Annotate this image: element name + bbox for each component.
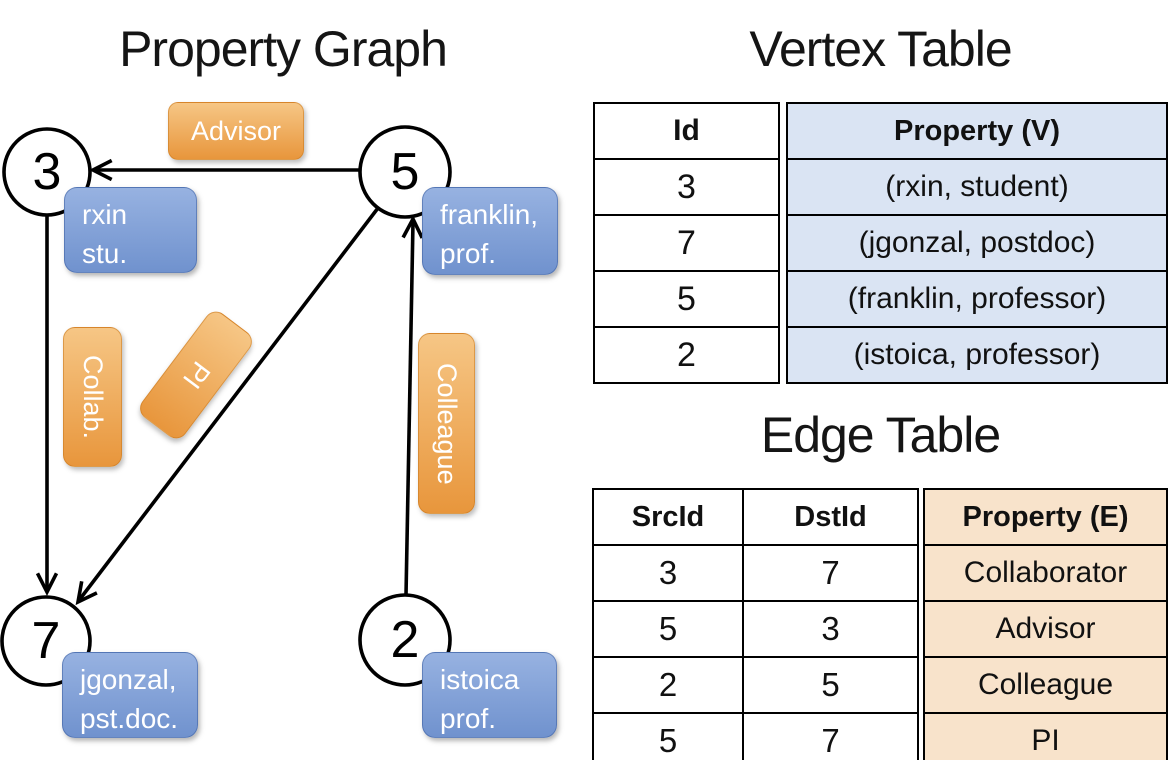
vertex-box-istoica: istoica prof. <box>422 652 557 738</box>
edge-table-src-cell: 3 <box>592 544 744 602</box>
vertex-box-jgonzal-line2: pst.doc. <box>80 703 179 734</box>
edge-2-5 <box>404 221 415 596</box>
vertex-table-id-cell: 5 <box>593 270 780 328</box>
edge-table-id-columns: SrcId DstId 3 7 5 3 2 5 5 7 <box>592 488 919 760</box>
arrowhead-into-5 <box>401 215 424 239</box>
vertex-table-property-cell: (franklin, professor) <box>786 270 1168 328</box>
vertex-table-property-cell: (jgonzal, postdoc) <box>786 214 1168 272</box>
edge-table-property-header: Property (E) <box>923 488 1168 546</box>
vertex-box-jgonzal-line1: jgonzal, <box>80 664 177 695</box>
edge-table-property-cell: PI <box>923 712 1168 760</box>
edge-table-title: Edge Table <box>760 407 1001 463</box>
edge-table-src-cell: 5 <box>592 712 744 760</box>
property-graph-title: Property Graph <box>119 21 448 77</box>
vertex-table-id-cell: 3 <box>593 158 780 216</box>
vertex-box-rxin-line2: stu. <box>82 238 128 269</box>
arrowhead-into-3 <box>89 158 113 182</box>
edge-table-src-cell: 5 <box>592 600 744 658</box>
vertex-id-5: 5 <box>390 143 420 201</box>
edge-table-property-cell: Collaborator <box>923 544 1168 602</box>
edge-table-dst-cell: 7 <box>742 544 919 602</box>
edge-5-7 <box>78 206 380 601</box>
vertex-box-franklin: franklin, prof. <box>422 187 558 275</box>
vertex-id-7: 7 <box>31 612 61 670</box>
vertex-box-franklin-line1: franklin, <box>440 199 539 230</box>
edge-table-property-column: Property (E) Collaborator Advisor Collea… <box>923 488 1168 760</box>
arrowhead-into-7-vertical <box>35 572 59 596</box>
edge-label-colleague: Colleague <box>418 333 475 514</box>
vertex-box-franklin-line2: prof. <box>440 238 497 269</box>
vertex-box-jgonzal: jgonzal, pst.doc. <box>62 652 198 738</box>
edge-table-property-cell: Advisor <box>923 600 1168 658</box>
arrowhead-into-7-diagonal <box>75 580 98 606</box>
vertex-table-property-cell: (istoica, professor) <box>786 326 1168 384</box>
vertex-box-istoica-line2: prof. <box>440 703 497 734</box>
edge-label-advisor: Advisor <box>168 102 304 160</box>
edge-table-dst-cell: 3 <box>742 600 919 658</box>
edge-label-collab: Collab. <box>63 327 122 467</box>
vertex-table-id-column: Id 3 7 5 2 <box>593 102 780 384</box>
edge-table-dst-cell: 7 <box>742 712 919 760</box>
vertex-table-property-header: Property (V) <box>786 102 1168 160</box>
vertex-table-id-cell: 7 <box>593 214 780 272</box>
vertex-box-rxin: rxin stu. <box>64 187 197 273</box>
edge-table-dstid-header: DstId <box>742 488 919 546</box>
vertex-table-id-cell: 2 <box>593 326 780 384</box>
vertex-table-property-cell: (rxin, student) <box>786 158 1168 216</box>
edge-table-property-cell: Colleague <box>923 656 1168 714</box>
vertex-table-title: Vertex Table <box>749 21 1012 77</box>
vertex-table-property-column: Property (V) (rxin, student) (jgonzal, p… <box>786 102 1168 384</box>
vertex-box-istoica-line1: istoica <box>440 664 520 695</box>
vertex-id-2: 2 <box>390 611 420 669</box>
vertex-box-rxin-line1: rxin <box>82 199 128 230</box>
edge-table-src-cell: 2 <box>592 656 744 714</box>
edge-table-dst-cell: 5 <box>742 656 919 714</box>
vertex-table-id-header: Id <box>593 102 780 160</box>
vertex-id-3: 3 <box>32 143 62 201</box>
edge-table-srcid-header: SrcId <box>592 488 744 546</box>
